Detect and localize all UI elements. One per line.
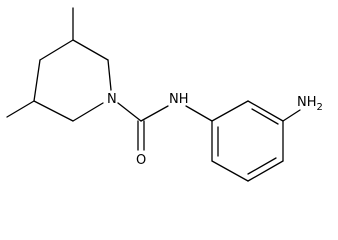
bond-nh-aryl	[185, 105, 213, 122]
bond-ring-c4-c5	[33, 59, 41, 102]
atom-carbonyl-oxygen: O	[136, 153, 146, 168]
bond-ring-c3-c4	[39, 39, 74, 61]
atom-amine: NH2	[297, 95, 323, 113]
molecule-canvas: N NH O NH2	[6, 7, 323, 182]
bond-ring-c2-c3	[72, 39, 109, 61]
bond-carbonyl-nh	[140, 105, 169, 122]
bond-aryl-inner-a	[251, 108, 279, 125]
bond-ring-c5-c6	[33, 100, 74, 122]
bond-ring-c6-n	[72, 102, 104, 122]
bond-aryl-5-6	[211, 160, 249, 182]
bond-aryl-amine	[282, 109, 301, 122]
bond-methyl-left	[6, 100, 35, 118]
bond-aryl-4-5	[247, 160, 284, 182]
atom-amide-nh: NH	[169, 92, 189, 107]
bond-aryl-inner-c	[247, 157, 277, 175]
structure-diagram: N NH O NH2	[6, 7, 323, 182]
bond-aryl-1-2	[211, 100, 249, 122]
bond-ring-n-c2	[107, 59, 112, 91]
atom-ring-nitrogen: N	[107, 92, 117, 107]
bond-aryl-2-3	[247, 100, 284, 122]
bond-n-carbonyl	[117, 102, 142, 122]
